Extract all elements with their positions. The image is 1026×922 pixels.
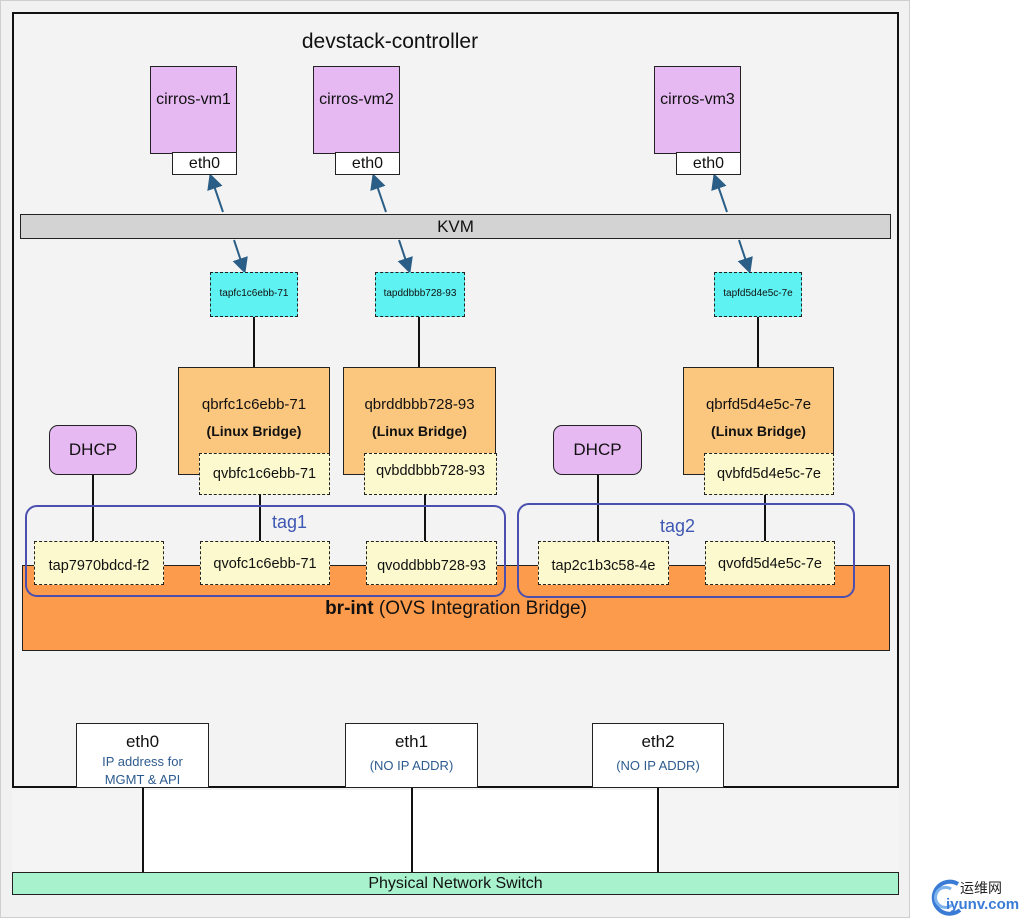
vm-box-2[interactable]: cirros-vm2	[313, 66, 400, 154]
bridge-name: qbrfc1c6ebb-71	[201, 396, 307, 413]
br-int-name: br-int	[325, 598, 374, 619]
tap-device-2[interactable]: tapddbbb728-93	[375, 272, 465, 317]
physical-network-switch[interactable]: Physical Network Switch	[12, 872, 899, 895]
bridge-type: (Linux Bridge)	[711, 423, 806, 439]
bridge-name: qbrddbbb728-93	[364, 396, 475, 413]
vm3-eth0[interactable]: eth0	[676, 152, 741, 175]
vm-box-1[interactable]: cirros-vm1	[150, 66, 237, 154]
vm-name: cirros-vm3	[660, 91, 735, 108]
br-int-label: br-int (OVS Integration Bridge)	[22, 598, 890, 620]
vm-name: cirros-vm1	[156, 91, 231, 108]
tap-device-1[interactable]: tapfc1c6ebb-71	[210, 272, 298, 317]
tag1-label: tag1	[272, 512, 308, 532]
vlan-tag1-group	[25, 505, 506, 597]
br-int-desc: (OVS Integration Bridge)	[378, 598, 587, 619]
watermark-en: iyunv.com	[946, 896, 1020, 913]
vm-name: cirros-vm2	[319, 91, 394, 108]
kvm-to-tap2-arrow	[397, 239, 413, 274]
host-title: devstack-controller	[301, 30, 479, 53]
vm1-eth0[interactable]: eth0	[172, 152, 237, 175]
qvb-port-3[interactable]: qvbfd5d4e5c-7e	[704, 453, 834, 495]
bridge-type: (Linux Bridge)	[372, 423, 467, 439]
nic-name: eth1	[394, 732, 429, 751]
vm1-to-kvm-arrow	[207, 173, 224, 213]
watermark-logo-icon	[931, 879, 962, 916]
nic-desc-line1: (NO IP ADDR)	[616, 758, 700, 773]
vlan-tag2-group	[517, 503, 855, 598]
nic-desc-line1: (NO IP ADDR)	[369, 758, 454, 773]
nic-eth2[interactable]: eth2 (NO IP ADDR)	[592, 723, 724, 788]
nic-desc-line2: MGMT & API	[104, 772, 181, 787]
kvm-to-tap1-arrow	[232, 239, 248, 274]
nic-eth1[interactable]: eth1 (NO IP ADDR)	[345, 723, 478, 788]
bridge-name: qbrfd5d4e5c-7e	[705, 396, 812, 413]
qvb-port-2[interactable]: qvbddbbb728-93	[364, 453, 497, 495]
vm-box-3[interactable]: cirros-vm3	[654, 66, 741, 154]
brint-port-qvo1[interactable]: qvofc1c6ebb-71	[200, 541, 330, 585]
brint-port-qvo2[interactable]: qvoddbbb728-93	[366, 541, 497, 585]
uplink-area-inner	[142, 790, 660, 874]
watermark-cn: 运维网	[960, 880, 1002, 896]
nic-eth0[interactable]: eth0 IP address for MGMT & API	[76, 723, 209, 788]
kvm-to-tap3-arrow	[737, 239, 753, 274]
dhcp-server-2[interactable]: DHCP	[553, 425, 642, 475]
kvm-bar[interactable]: KVM	[20, 214, 891, 239]
brint-port-dhcp1[interactable]: tap7970bdcd-f2	[34, 541, 164, 585]
tap-device-3[interactable]: tapfd5d4e5c-7e	[714, 272, 802, 317]
vm2-eth0[interactable]: eth0	[335, 152, 400, 175]
brint-port-dhcp2[interactable]: tap2c1b3c58-4e	[538, 541, 669, 585]
bridge-type: (Linux Bridge)	[206, 423, 302, 439]
vm3-to-kvm-arrow	[711, 173, 728, 213]
dhcp-server-1[interactable]: DHCP	[49, 425, 137, 475]
tag2-label: tag2	[660, 516, 696, 536]
nic-name: eth2	[641, 732, 675, 751]
nic-desc-line1: IP address for	[102, 754, 183, 769]
vm2-to-kvm-arrow	[370, 173, 387, 213]
nic-name: eth0	[125, 732, 160, 751]
brint-port-qvo3[interactable]: qvofd5d4e5c-7e	[705, 541, 835, 585]
qvb-port-1[interactable]: qvbfc1c6ebb-71	[199, 453, 330, 495]
